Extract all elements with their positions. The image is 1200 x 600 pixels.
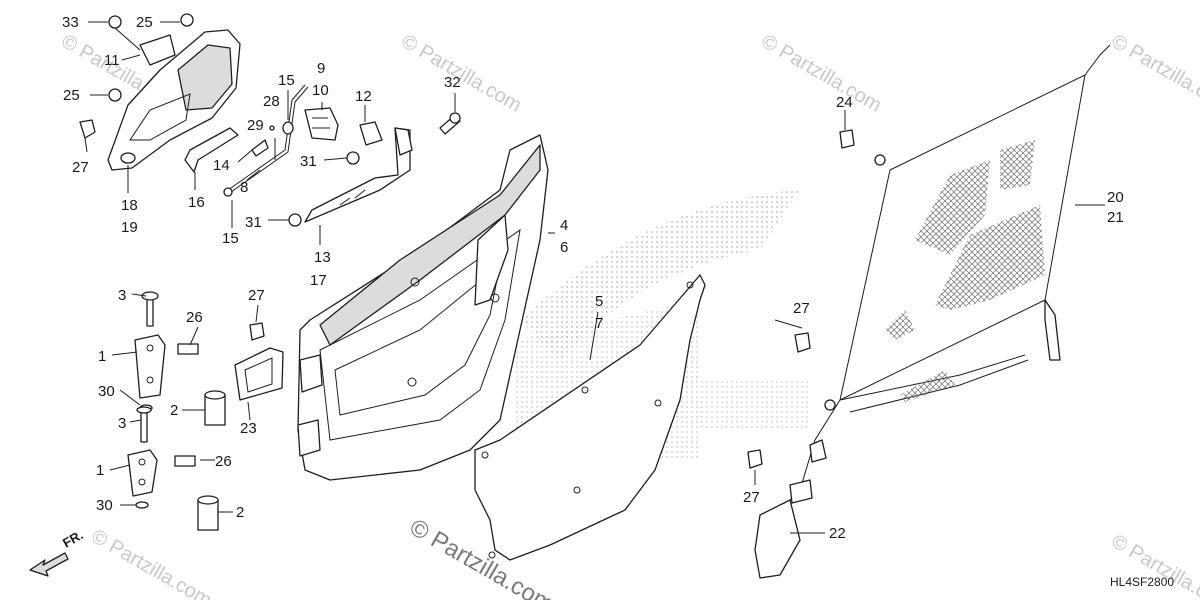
watermark: © Partzilla.com — [758, 30, 886, 116]
handle-housing — [107, 29, 241, 171]
bolt-31-lower — [288, 213, 302, 227]
callout-31: 31 — [245, 214, 262, 231]
callout-30: 30 — [96, 497, 113, 514]
bolt-31-upper — [346, 151, 360, 165]
hinge-1-upper — [134, 334, 166, 399]
callout-8: 8 — [240, 179, 248, 196]
callout-6: 6 — [560, 239, 568, 256]
callout-31: 31 — [300, 153, 317, 170]
callout-15: 15 — [278, 72, 295, 89]
clip-27-bottom — [747, 449, 763, 469]
bracket-13-17 — [304, 127, 413, 223]
clip-27-top — [79, 119, 96, 139]
clip-27-right — [794, 332, 811, 353]
callout-32: 32 — [444, 74, 461, 91]
callout-17: 17 — [310, 272, 327, 289]
callout-33: 33 — [62, 14, 79, 31]
diagram-code: HL4SF2800 — [1110, 575, 1174, 589]
callout-11: 11 — [104, 52, 120, 69]
callout-7: 7 — [595, 315, 603, 332]
callout-27: 27 — [248, 287, 265, 304]
callout-15: 15 — [222, 230, 239, 247]
callout-23: 23 — [240, 420, 257, 437]
watermark: © Partzilla.com — [88, 525, 216, 600]
bolt-25-mid — [108, 88, 122, 102]
clip-24 — [839, 129, 855, 149]
callout-21: 21 — [1107, 209, 1124, 226]
callout-10: 10 — [312, 82, 329, 99]
bushing-2-lower — [197, 495, 219, 531]
callout-26: 26 — [215, 453, 232, 470]
callout-19: 19 — [121, 219, 138, 236]
watermark: © Partzilla.com — [1108, 30, 1200, 116]
callout-9: 9 — [317, 60, 325, 77]
callouts: 33 25 11 25 27 18 19 16 14 8 15 29 28 15… — [62, 14, 1124, 542]
watermark: © Partzilla.com — [398, 30, 526, 116]
callout-16: 16 — [188, 194, 205, 211]
callout-14: 14 — [213, 157, 230, 174]
callout-2: 2 — [236, 504, 244, 521]
callout-2: 2 — [170, 402, 178, 419]
callout-30: 30 — [98, 383, 115, 400]
callout-3: 3 — [118, 287, 126, 304]
callout-1: 1 — [96, 462, 104, 479]
callout-3: 3 — [118, 415, 126, 432]
bolt-26-lower — [174, 455, 196, 467]
callout-24: 24 — [836, 94, 853, 111]
callout-4: 4 — [560, 217, 568, 234]
callout-28: 28 — [263, 93, 280, 110]
inner-cover — [474, 274, 706, 561]
callout-5: 5 — [595, 293, 603, 310]
door-rod — [223, 84, 309, 197]
safety-net — [754, 44, 1111, 579]
bolt-32 — [439, 112, 461, 135]
clip-27-left — [249, 322, 265, 341]
handle-lever — [184, 127, 239, 173]
hinge-pin-3-upper — [141, 291, 159, 327]
callout-27: 27 — [72, 159, 89, 176]
callout-18: 18 — [121, 197, 138, 214]
bushing-12 — [359, 121, 383, 146]
leader-lines — [84, 21, 1105, 534]
direction-label: FR. — [60, 527, 86, 550]
hinge-1-lower — [127, 449, 158, 497]
plate-23 — [234, 347, 284, 401]
bushing-2-upper — [204, 390, 226, 426]
clip-30-lower — [135, 501, 149, 509]
callout-20: 20 — [1107, 189, 1124, 206]
watermarks: © Partzilla.com © Partzilla.com © Partzi… — [58, 30, 1200, 600]
bolt-25-top — [180, 13, 194, 27]
direction-arrow-icon: FR. — [29, 527, 86, 577]
callout-13: 13 — [314, 249, 331, 266]
callout-29: 29 — [247, 117, 264, 134]
door-panel — [297, 134, 549, 481]
callout-25: 25 — [63, 87, 80, 104]
callout-25: 25 — [136, 14, 153, 31]
callout-1: 1 — [98, 348, 106, 365]
bolt-33 — [108, 15, 122, 29]
callout-12: 12 — [355, 88, 372, 105]
hinge-pin-3-lower — [136, 406, 152, 443]
callout-22: 22 — [829, 525, 846, 542]
callout-27: 27 — [743, 489, 760, 506]
callout-26: 26 — [186, 309, 203, 326]
latch-9-10 — [304, 107, 339, 141]
watermark: © Partzilla.com — [1108, 530, 1200, 600]
bolt-26-upper — [177, 343, 199, 355]
callout-27: 27 — [793, 300, 810, 317]
